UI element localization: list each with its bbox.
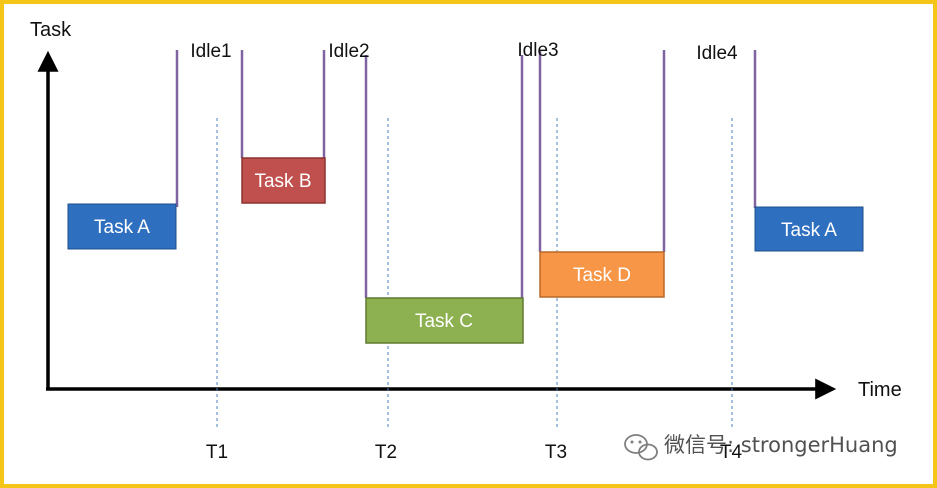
wechat-icon — [624, 434, 658, 461]
task-label: Task D — [573, 265, 631, 286]
task-box-d: Task D — [539, 251, 665, 298]
task-box-c: Task C — [365, 297, 524, 344]
time-marker-t4: T4 — [720, 442, 743, 463]
task-label: Task A — [781, 220, 837, 241]
idle-label-1: Idle1 — [190, 41, 231, 62]
task-box-a-start: Task A — [67, 203, 177, 250]
y-axis-label: Task — [30, 19, 72, 41]
task-box-b: Task B — [241, 157, 326, 204]
task-box-a-end: Task A — [754, 206, 864, 252]
idle-label-3: Idle3 — [517, 40, 558, 61]
x-axis-label: Time — [858, 379, 902, 401]
time-marker-t2: T2 — [375, 442, 397, 463]
task-label: Task B — [254, 171, 311, 192]
task-label: Task C — [415, 311, 473, 332]
idle-label-4: Idle4 — [696, 43, 738, 64]
time-marker-t3: T3 — [545, 442, 567, 463]
scheduling-diagram: Task Time Task A Task B Task C Task D Ta… — [30, 19, 902, 463]
time-marker-t1: T1 — [206, 442, 228, 463]
watermark-text: 微信号: strongerHuang — [664, 433, 898, 457]
task-label: Task A — [94, 217, 150, 238]
idle-label-2: Idle2 — [328, 41, 369, 62]
